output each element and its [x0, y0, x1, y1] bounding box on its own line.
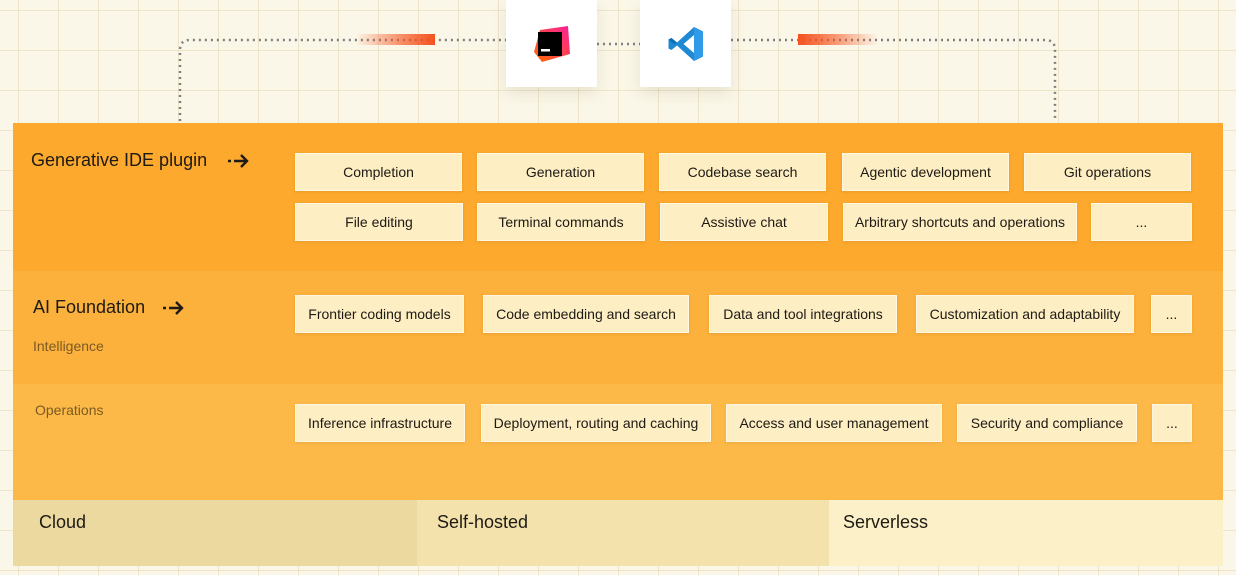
signal-right — [798, 34, 878, 45]
deployment-self-hosted: Self-hosted — [417, 500, 829, 566]
deployment-serverless-label: Serverless — [843, 512, 929, 532]
chip-inference-infrastructure: Inference infrastructure — [295, 404, 465, 442]
ai-foundation-layer: AI Foundation Intelligence Frontier codi… — [13, 271, 1223, 384]
plugin-layer-title: Generative IDE plugin — [31, 150, 208, 170]
chip-frontier-coding-models: Frontier coding models — [295, 295, 464, 333]
intelligence-label: Intelligence — [33, 338, 104, 354]
jetbrains-ide-icon — [533, 25, 570, 62]
chip-arbitrary-shortcuts: Arbitrary shortcuts and operations — [843, 203, 1077, 241]
jetbrains-tile — [506, 0, 597, 87]
dashed-arrow-right-icon — [163, 301, 184, 315]
chip-data-tool-integrations: Data and tool integrations — [709, 295, 897, 333]
chip-customization-adaptability: Customization and adaptability — [916, 295, 1134, 333]
chip-assistive-chat: Assistive chat — [660, 203, 828, 241]
chip-more-plugin: ... — [1091, 203, 1192, 241]
chip-code-embedding-search: Code embedding and search — [483, 295, 689, 333]
connector-left — [178, 38, 506, 121]
vscode-icon — [668, 26, 703, 61]
operations-label: Operations — [35, 402, 104, 418]
chip-more-ops: ... — [1152, 404, 1192, 442]
chip-file-editing: File editing — [295, 203, 463, 241]
deployment-self-hosted-label: Self-hosted — [437, 512, 529, 532]
signal-left — [355, 34, 435, 45]
plugin-layer: Generative IDE plugin Completion Generat… — [13, 123, 1223, 271]
connector-right — [731, 38, 1057, 121]
chip-more-ai: ... — [1151, 295, 1192, 333]
chip-generation: Generation — [477, 153, 644, 191]
operations-layer: Operations Inference infrastructure Depl… — [13, 384, 1223, 500]
chip-git-operations: Git operations — [1024, 153, 1191, 191]
chip-deployment-routing-caching: Deployment, routing and caching — [481, 404, 711, 442]
vscode-tile — [640, 0, 731, 87]
chip-completion: Completion — [295, 153, 462, 191]
chip-agentic-development: Agentic development — [842, 153, 1009, 191]
dashed-arrow-right-icon — [228, 154, 249, 168]
deployment-serverless: Serverless — [829, 500, 1223, 566]
ide-connector-lines — [178, 34, 1057, 121]
chip-access-user-management: Access and user management — [726, 404, 942, 442]
chip-codebase-search: Codebase search — [659, 153, 826, 191]
ai-foundation-title: AI Foundation — [33, 297, 146, 317]
deployment-cloud-label: Cloud — [39, 512, 87, 532]
chip-security-compliance: Security and compliance — [957, 404, 1137, 442]
deployment-cloud: Cloud — [13, 500, 417, 566]
chip-terminal-commands: Terminal commands — [477, 203, 645, 241]
